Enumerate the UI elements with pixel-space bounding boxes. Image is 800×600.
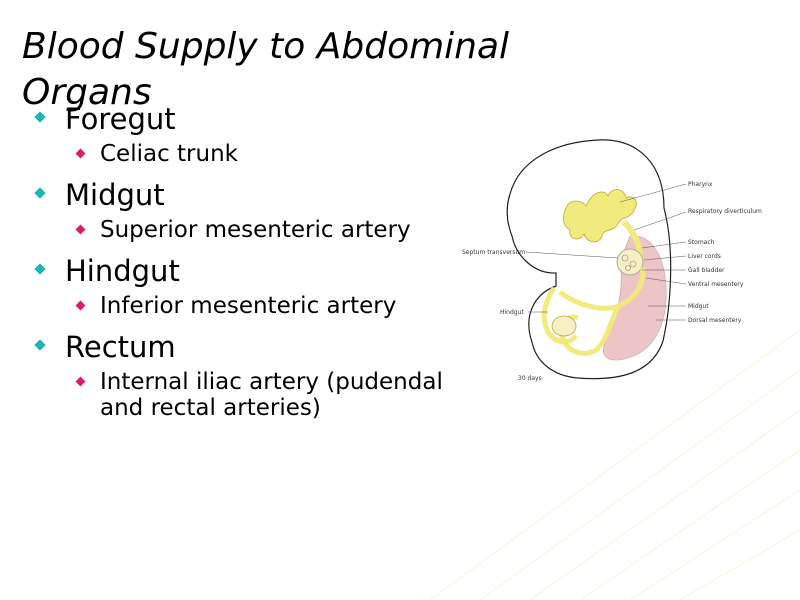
sub-bullet-ima: Inferior mesenteric artery: [34, 293, 474, 319]
pharynx-shape: [562, 189, 637, 243]
label-septum-transversum: Septum transversum: [462, 249, 525, 256]
sub-bullet-text: Inferior mesenteric artery: [100, 293, 397, 319]
bullet-marker: [34, 111, 46, 123]
liver-cords: [616, 248, 644, 276]
liver-cell: [629, 260, 637, 268]
cloaca-shape: [551, 315, 577, 337]
label-respiratory-diverticulum: Respiratory diverticulum: [688, 208, 762, 215]
bullet-marker: [34, 187, 46, 199]
sub-bullet-marker: [75, 376, 86, 387]
sub-bullet-text: Celiac trunk: [100, 141, 238, 167]
sub-bullet-iliac: Internal iliac artery (pudendal and rect…: [34, 369, 474, 421]
sub-bullet-celiac: Celiac trunk: [34, 141, 474, 167]
sub-bullet-marker: [75, 148, 86, 159]
hindgut-tube: [541, 286, 578, 345]
bullet-heading: Hindgut: [65, 254, 180, 288]
label-midgut: Midgut: [688, 303, 709, 310]
bullet-list: Foregut Celiac trunk Midgut Superior mes…: [34, 100, 474, 430]
bullet-heading: Midgut: [65, 178, 165, 212]
bullet-heading: Rectum: [65, 330, 176, 364]
liver-cell: [621, 254, 629, 262]
label-ventral-mesentery: Ventral mesentery: [688, 281, 744, 288]
sub-bullet-text: Superior mesenteric artery: [100, 217, 411, 243]
label-liver-cords: Liver cords: [688, 253, 721, 260]
slide-title: Blood Supply to Abdominal Organs: [22, 26, 510, 113]
bullet-marker: [34, 339, 46, 351]
leader-lines: [525, 183, 687, 321]
bullet-midgut: Midgut: [34, 176, 474, 214]
bullet-rectum: Rectum: [34, 328, 474, 366]
bullet-hindgut: Hindgut: [34, 252, 474, 290]
label-pharynx: Pharynx: [688, 181, 713, 188]
label-gall-bladder: Gall bladder: [688, 267, 725, 274]
label-age: 30 days: [518, 375, 542, 382]
sub-bullet-text: Internal iliac artery (pudendal and rect…: [100, 369, 443, 421]
label-dorsal-mesentery: Dorsal mesentery: [688, 317, 742, 324]
liver-cell: [625, 265, 631, 271]
embryo-diagram: Pharynx Respiratory diverticulum Stomach…: [462, 139, 762, 382]
bullet-marker: [34, 263, 46, 275]
label-stomach: Stomach: [688, 239, 715, 246]
bullet-foregut: Foregut: [34, 100, 474, 138]
sub-bullet-marker: [75, 224, 86, 235]
sub-bullet-sma: Superior mesenteric artery: [34, 217, 474, 243]
bullet-heading: Foregut: [65, 102, 176, 136]
sub-bullet-marker: [75, 300, 86, 311]
label-hindgut: Hindgut: [500, 309, 524, 316]
